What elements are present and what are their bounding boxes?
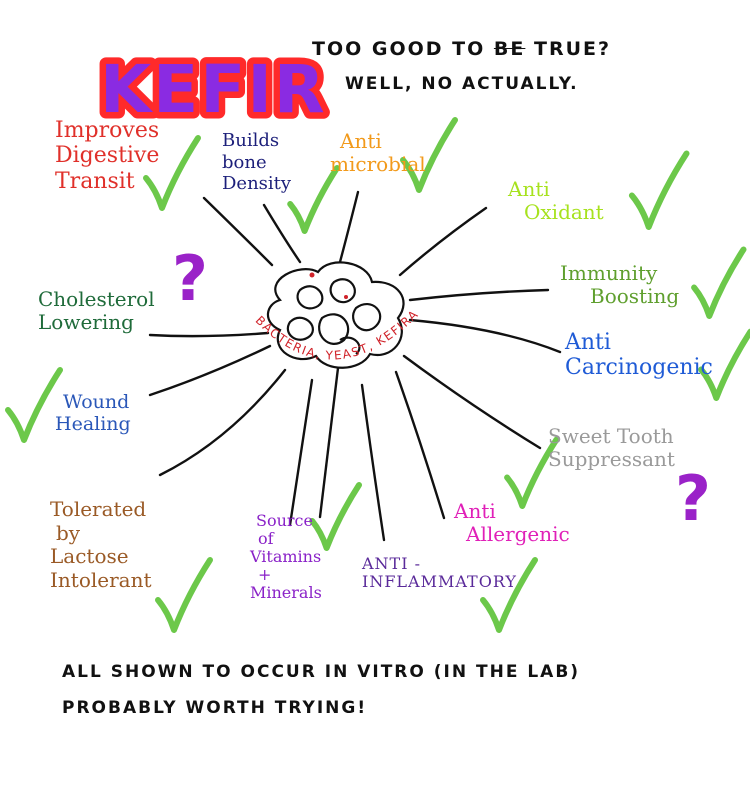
check-mark-icon bbox=[691, 246, 747, 319]
benefit-line: Anti bbox=[340, 129, 382, 153]
benefit-line: Wound bbox=[63, 391, 130, 413]
tagline-suffix: TRUE? bbox=[525, 38, 612, 60]
spoke-lactose bbox=[158, 368, 287, 477]
check-mark-icon bbox=[309, 482, 362, 551]
tagline-strike: BE bbox=[493, 38, 526, 60]
spoke-bone bbox=[262, 203, 302, 264]
benefit-line: Transit bbox=[55, 168, 135, 194]
check-mark-icon bbox=[400, 117, 458, 193]
title: KEFIR bbox=[100, 51, 327, 128]
spoke-immunity bbox=[408, 288, 550, 302]
benefit-line: Tolerated bbox=[50, 497, 147, 521]
benefit-sweettooth: Sweet Tooth Suppressant bbox=[548, 425, 675, 471]
benefit-line: Oxidant bbox=[524, 200, 604, 224]
benefit-line: bone bbox=[222, 151, 267, 173]
benefit-line: Anti bbox=[508, 177, 550, 201]
tagline-line2: WELL, NO ACTUALLY. bbox=[345, 74, 579, 94]
benefit-immunity: Immunity Boosting bbox=[560, 262, 679, 308]
benefit-line: Density bbox=[222, 173, 292, 195]
benefit-lactose: Tolerated by Lactose Intolerant bbox=[50, 497, 152, 592]
benefit-line: INFLAMMATORY bbox=[362, 572, 517, 592]
benefit-line: Source bbox=[256, 511, 313, 530]
tagline-prefix: TOO GOOD TO bbox=[312, 38, 494, 60]
benefit-line: Vitamins bbox=[250, 546, 322, 566]
kefir-grain bbox=[266, 261, 405, 369]
check-mark-icon bbox=[628, 150, 690, 230]
benefit-line: Sweet Tooth bbox=[548, 424, 674, 448]
check-mark-icon bbox=[155, 557, 213, 633]
spoke-wound bbox=[148, 344, 272, 397]
spokes bbox=[148, 190, 562, 542]
spoke-inflammatory bbox=[360, 383, 386, 542]
benefit-vitamins: Source of Vitamins + Minerals bbox=[250, 512, 322, 602]
check-mark-icon bbox=[698, 328, 750, 401]
benefit-line: + bbox=[258, 564, 272, 584]
benefit-line: Anti bbox=[454, 499, 496, 523]
spoke-vitamins bbox=[288, 378, 314, 527]
benefit-line: Cholesterol bbox=[38, 287, 155, 311]
title-outline: KEFIR bbox=[100, 51, 327, 128]
marks: ?? bbox=[5, 117, 750, 633]
benefit-line: of bbox=[258, 528, 274, 548]
benefit-antioxidant: Anti Oxidant bbox=[508, 178, 604, 224]
check-mark-icon bbox=[5, 367, 63, 443]
benefit-line: Lowering bbox=[38, 310, 134, 334]
question-mark-icon: ? bbox=[675, 462, 711, 535]
spoke-antioxidant bbox=[398, 206, 488, 277]
benefit-allergenic: Anti Allergenic bbox=[454, 500, 570, 546]
benefit-bone: Builds bone Density bbox=[222, 130, 291, 195]
benefit-line: by bbox=[56, 520, 81, 545]
title-group: KEFIR KEFIR bbox=[94, 45, 332, 135]
benefit-line: ANTI - bbox=[362, 554, 422, 573]
benefit-cholesterol: Cholesterol Lowering bbox=[38, 288, 155, 334]
check-mark-icon bbox=[143, 135, 201, 211]
benefit-line: Improves bbox=[55, 118, 160, 143]
benefit-line: Carcinogenic bbox=[565, 355, 713, 381]
check-mark-icon bbox=[504, 436, 560, 509]
spoke-carcinogenic bbox=[408, 318, 562, 354]
grain-dot bbox=[344, 295, 348, 299]
check-mark-icon bbox=[287, 165, 340, 234]
benefit-line: Healing bbox=[55, 412, 131, 435]
benefit-line: Suppressant bbox=[548, 447, 675, 471]
benefit-line: Boosting bbox=[590, 284, 680, 308]
benefit-line: Minerals bbox=[250, 582, 322, 602]
spoke-vitamins-b bbox=[318, 366, 340, 519]
spoke-sweettooth bbox=[402, 354, 542, 450]
footer-line2: PROBABLY WORTH TRYING! bbox=[62, 698, 368, 718]
benefit-line: Immunity bbox=[560, 261, 658, 285]
footer-line1: ALL SHOWN TO OCCUR IN VITRO (IN THE LAB) bbox=[62, 662, 581, 682]
tagline-line1: TOO GOOD TO BE TRUE? bbox=[312, 38, 611, 60]
benefit-line: Intolerant bbox=[50, 567, 152, 592]
benefit-carcinogenic: Anti Carcinogenic bbox=[565, 330, 713, 381]
spoke-allergenic bbox=[394, 370, 446, 520]
benefit-line: Lactose bbox=[50, 544, 129, 569]
benefit-line: Anti bbox=[565, 330, 611, 355]
benefit-line: Builds bbox=[222, 130, 280, 151]
benefit-wound: Wound Healing bbox=[55, 391, 131, 436]
spoke-cholesterol bbox=[148, 331, 270, 338]
benefit-digestive: Improves Digestive Transit bbox=[55, 118, 159, 194]
grain-dot bbox=[309, 272, 315, 278]
benefit-line: Digestive bbox=[55, 143, 160, 169]
benefit-line: Allergenic bbox=[466, 522, 570, 546]
check-mark-icon bbox=[480, 557, 538, 633]
spoke-digestive bbox=[202, 196, 274, 267]
benefit-antimicrobial: Anti microbial bbox=[330, 130, 426, 176]
question-mark-icon: ? bbox=[172, 242, 208, 315]
benefit-inflammatory: ANTI - INFLAMMATORY bbox=[362, 554, 517, 592]
spoke-antimicrobial bbox=[338, 190, 360, 264]
benefit-line: microbial bbox=[330, 152, 426, 176]
